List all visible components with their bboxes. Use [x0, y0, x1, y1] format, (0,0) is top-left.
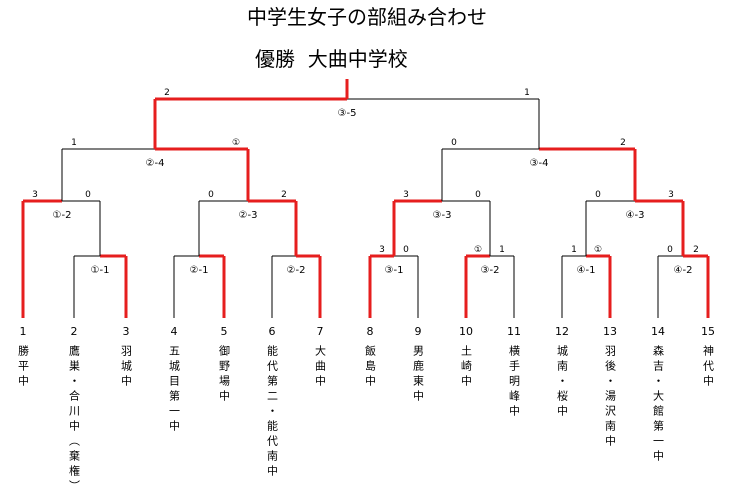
team-number: 5: [221, 325, 228, 338]
team-number: 13: [603, 325, 617, 338]
match-label: ③-5: [338, 108, 357, 119]
winner-team: 大曲中学校: [307, 47, 408, 71]
team-number: 3: [123, 325, 130, 338]
match-label: ③-4: [530, 158, 549, 169]
team-name: 飯島中: [364, 344, 377, 390]
score-right: 1: [499, 245, 505, 255]
team-name: 神代中: [702, 344, 715, 390]
score-left: 0: [595, 190, 601, 200]
team-number: 4: [171, 325, 178, 338]
team-number: 14: [651, 325, 665, 338]
team-name: 横手明峰中: [508, 344, 521, 420]
score-left: 0: [667, 245, 673, 255]
score-left: ①: [474, 245, 482, 255]
team-name: 御野場中: [218, 344, 231, 405]
score-right: 2: [693, 245, 699, 255]
team-number: 10: [459, 325, 473, 338]
team-name: 城南・桜中: [556, 345, 569, 420]
team-name: 羽後・湯沢南中: [604, 345, 617, 450]
score-right: 0: [403, 245, 409, 255]
score-right: 1: [524, 88, 530, 98]
team-number: 1: [20, 325, 27, 338]
team-number: 7: [317, 325, 324, 338]
score-right: 0: [85, 190, 91, 200]
score-right: 0: [475, 190, 481, 200]
match-label: ④-3: [626, 210, 645, 221]
team-name: 森吉・大館第一中: [652, 344, 665, 465]
score-right: ①: [594, 245, 602, 255]
match-label: ②-1: [190, 265, 209, 276]
winner-banner: 優勝 大曲中学校: [255, 46, 408, 72]
score-left: 3: [379, 245, 385, 255]
match-label: ②-3: [239, 210, 258, 221]
score-right: 3: [668, 190, 674, 200]
team-name: 羽城中: [120, 345, 133, 390]
score-right: 2: [620, 138, 626, 148]
match-label: ①-1: [91, 265, 110, 276]
winner-label: 優勝: [255, 47, 295, 71]
team-name: 五城目第一中: [168, 345, 181, 435]
score-left: 2: [164, 88, 170, 98]
team-name: 土崎中: [460, 345, 473, 390]
score-right: 2: [281, 190, 287, 200]
team-name: 能代第二・能代南中: [266, 344, 279, 480]
match-label: ④-1: [577, 265, 596, 276]
team-number: 2: [71, 325, 78, 338]
team-number: 8: [367, 325, 374, 338]
score-left: 0: [451, 138, 457, 148]
match-label: ②-2: [287, 265, 306, 276]
page-title: 中学生女子の部組み合わせ: [247, 5, 487, 29]
team-number: 15: [701, 325, 715, 338]
match-label: ①-2: [53, 210, 72, 221]
team-number: 6: [269, 325, 276, 338]
score-left: 0: [208, 190, 214, 200]
match-label: ③-1: [385, 265, 404, 276]
match-label: ③-3: [433, 210, 452, 221]
match-label: ③-2: [481, 265, 500, 276]
team-number: 11: [507, 325, 521, 338]
score-left: 3: [403, 190, 409, 200]
team-name: 鷹巣・合川中（棄権）: [68, 344, 81, 495]
team-name: 男鹿東中: [412, 345, 425, 405]
score-left: 1: [571, 245, 577, 255]
team-number: 12: [555, 325, 569, 338]
match-label: ②-4: [146, 158, 165, 169]
match-label: ④-2: [674, 265, 693, 276]
score-right: ①: [232, 138, 240, 148]
bracket-lines: [21, 79, 710, 318]
team-name: 勝平中: [17, 344, 30, 390]
score-left: 1: [71, 138, 77, 148]
team-number: 9: [415, 325, 422, 338]
team-name: 大曲中: [314, 344, 327, 390]
score-left: 3: [32, 190, 38, 200]
